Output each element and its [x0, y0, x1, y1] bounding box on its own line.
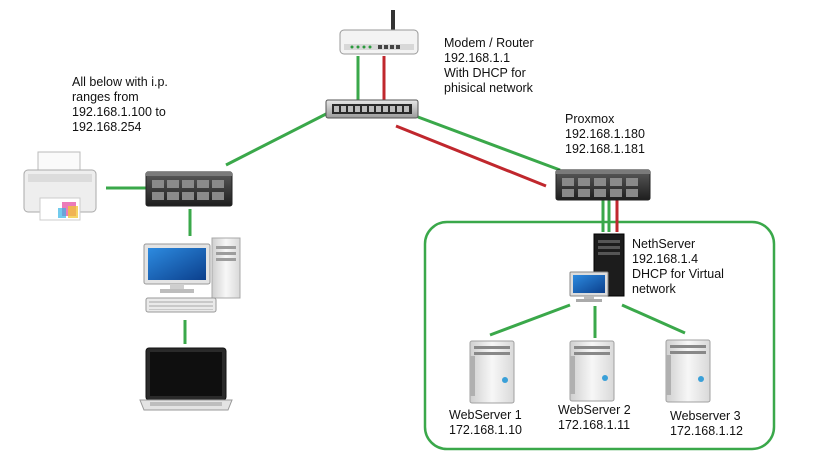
webserver-2-label: WebServer 2 172.168.1.11	[558, 403, 631, 433]
nethserver-label-line: network	[632, 282, 676, 296]
webserver-name: WebServer 2	[558, 403, 631, 417]
webserver-3-icon	[665, 339, 711, 403]
router-label-line: Modem / Router	[444, 36, 534, 50]
webserver-name: WebServer 1	[449, 408, 522, 422]
laptop-icon	[139, 347, 233, 411]
nethserver-label: NethServer 192.168.1.4 DHCP for Virtual …	[632, 237, 724, 297]
router-icon	[339, 10, 419, 55]
webserver-3-label: Webserver 3 172.168.1.12	[670, 409, 743, 439]
link-neth-webserver3	[621, 303, 686, 335]
lan-server-icon	[145, 171, 233, 207]
proxmox-label-line: Proxmox	[565, 112, 615, 126]
proxmox-label: Proxmox 192.168.1.180 192.168.1.181	[565, 112, 645, 157]
ip-range-note-line: ranges from	[72, 90, 139, 104]
webserver-2-icon	[569, 340, 615, 402]
router-label-line: With DHCP for	[444, 66, 526, 80]
connections	[106, 56, 686, 344]
ip-range-note-line: 192.168.254	[72, 120, 142, 134]
webserver-1-label: WebServer 1 172.168.1.10	[449, 408, 522, 438]
virtual-network-boundary	[423, 220, 776, 451]
webserver-ip: 172.168.1.11	[558, 418, 631, 432]
link-switch-leftserver	[225, 111, 329, 167]
nethserver-label-line: NethServer	[632, 237, 696, 251]
router-label-line: phisical network	[444, 81, 533, 95]
ip-range-note-line: All below with i.p.	[72, 75, 168, 89]
ip-range-note-line: 192.168.1.100 to	[72, 105, 166, 119]
webserver-ip: 172.168.1.12	[670, 424, 743, 438]
router-label-line: 192.168.1.1	[444, 51, 511, 65]
nethserver-icon	[569, 233, 625, 302]
proxmox-label-line: 192.168.1.180	[565, 127, 645, 141]
link-neth-webserver1	[489, 303, 571, 337]
proxmox-label-line: 192.168.1.181	[565, 142, 645, 156]
webserver-name: Webserver 3	[670, 409, 741, 423]
link-switch-proxmox-green	[417, 115, 561, 172]
nethserver-label-line: 192.168.1.4	[632, 252, 699, 266]
webserver-ip: 172.168.1.10	[449, 423, 522, 437]
printer-icon	[23, 151, 97, 221]
switch-icon	[325, 99, 419, 119]
desktop-computer-icon	[143, 237, 241, 313]
link-switch-proxmox-red	[395, 124, 547, 188]
ip-range-note: All below with i.p. ranges from 192.168.…	[72, 75, 168, 135]
router-label: Modem / Router 192.168.1.1 With DHCP for…	[444, 36, 534, 96]
nethserver-label-line: DHCP for Virtual	[632, 267, 724, 281]
proxmox-server-icon	[555, 169, 651, 201]
webserver-1-icon	[469, 340, 515, 404]
